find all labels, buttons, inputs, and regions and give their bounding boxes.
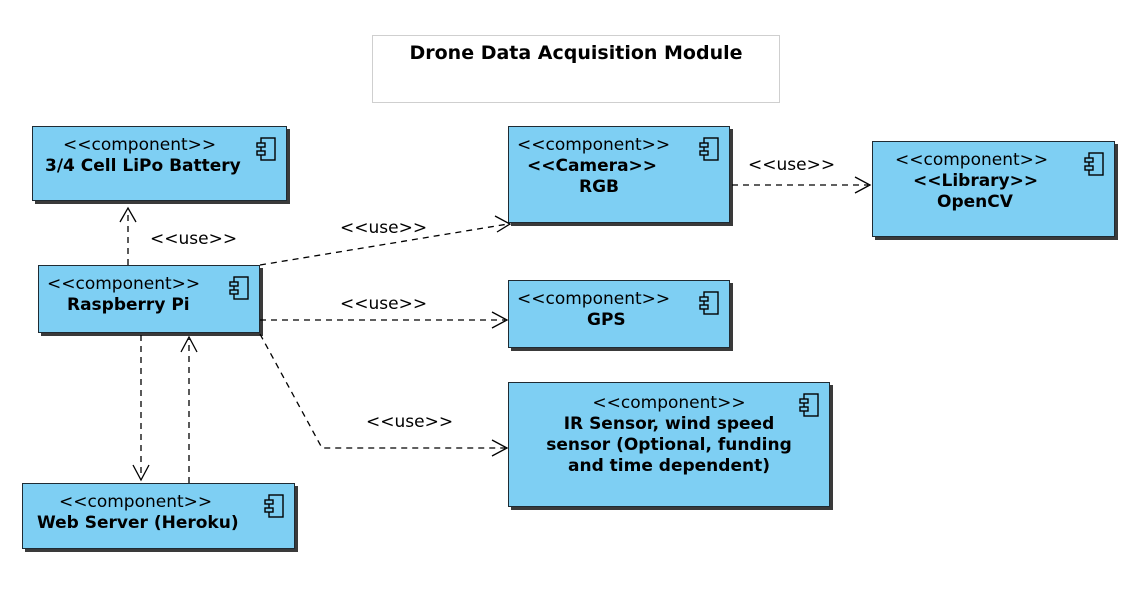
raspberry-name: Raspberry Pi	[67, 295, 190, 315]
opencv-stereotype: <<component>>	[895, 150, 1049, 170]
arrowhead-gps	[491, 311, 509, 329]
component-icon	[799, 393, 819, 417]
edge-label-camera-opencv: <<use>>	[748, 155, 836, 175]
edge-label-pi-ir: <<use>>	[366, 412, 454, 432]
edge-pi-camera	[259, 223, 509, 266]
camera-name: RGB	[579, 177, 620, 197]
component-web-server[interactable]: <<component>> Web Server (Heroku)	[22, 483, 295, 549]
arrowhead-camera	[494, 215, 512, 233]
component-icon	[699, 137, 719, 161]
opencv-stereotype-library: <<Library>>	[913, 171, 1039, 191]
edge-label-pi-gps: <<use>>	[340, 294, 428, 314]
component-opencv[interactable]: <<component>> <<Library>> OpenCV	[872, 141, 1115, 237]
component-ir-sensor[interactable]: <<component>> IR Sensor, wind speed sens…	[508, 382, 830, 507]
component-icon	[699, 291, 719, 315]
arrowhead-pi	[180, 335, 198, 353]
ir-name-line-2: sensor (Optional, funding	[546, 435, 792, 455]
component-icon	[229, 276, 249, 300]
component-camera[interactable]: <<component>> <<Camera>> RGB	[508, 126, 730, 223]
ir-name-line-1: IR Sensor, wind speed	[563, 414, 775, 434]
gps-stereotype: <<component>>	[517, 289, 671, 309]
component-raspberry-pi[interactable]: <<component>> Raspberry Pi	[38, 265, 260, 333]
diagram-title-box: Drone Data Acquisition Module	[372, 35, 780, 103]
camera-stereotype-camera: <<Camera>>	[527, 156, 658, 176]
battery-name: 3/4 Cell LiPo Battery	[45, 156, 241, 176]
gps-name: GPS	[587, 310, 626, 330]
camera-stereotype: <<component>>	[517, 135, 671, 155]
component-icon	[1084, 152, 1104, 176]
diagram-title: Drone Data Acquisition Module	[409, 42, 743, 64]
arrowhead-battery	[119, 206, 137, 223]
webserver-stereotype: <<component>>	[59, 492, 213, 512]
component-gps[interactable]: <<component>> GPS	[508, 280, 730, 348]
component-battery[interactable]: <<component>> 3/4 Cell LiPo Battery	[32, 126, 287, 201]
arrowhead-webserver	[132, 464, 150, 482]
edge-label-pi-camera: <<use>>	[340, 218, 428, 238]
component-icon	[256, 137, 276, 161]
webserver-name: Web Server (Heroku)	[37, 513, 239, 533]
component-icon	[264, 494, 284, 518]
arrowhead-opencv	[854, 176, 872, 194]
battery-stereotype: <<component>>	[63, 135, 217, 155]
raspberry-stereotype: <<component>>	[47, 274, 201, 294]
edge-label-pi-battery: <<use>>	[150, 229, 238, 249]
opencv-name: OpenCV	[937, 192, 1013, 212]
ir-stereotype: <<component>>	[592, 393, 746, 413]
arrowhead-ir	[491, 439, 509, 457]
ir-name-line-3: and time dependent)	[568, 456, 770, 476]
